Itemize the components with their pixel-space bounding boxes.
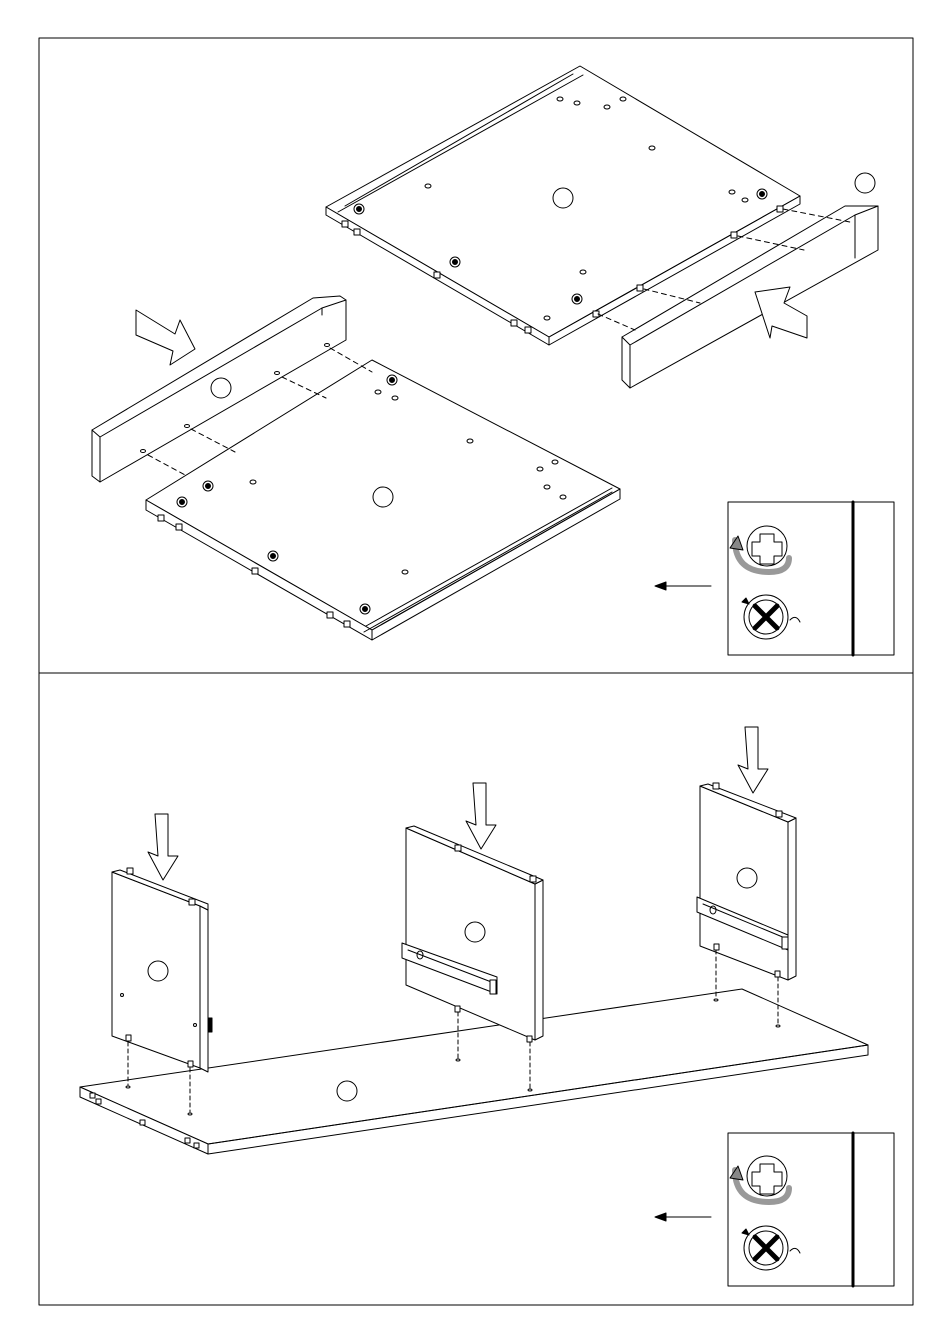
part-marker [373, 487, 393, 507]
cam-lock-turn-icon [742, 1226, 800, 1270]
screwdriver-tighten-icon [730, 526, 789, 572]
push-arrow-right-panel [738, 727, 768, 793]
step-2 [80, 727, 894, 1286]
part-marker [855, 173, 875, 193]
upper-board-holes [425, 97, 748, 320]
screwdriver-tighten-icon [730, 1156, 789, 1202]
step-1-frame [39, 38, 913, 673]
direction-arrow [655, 582, 711, 590]
middle-upright-panel [402, 826, 543, 1091]
right-upright-panel [697, 783, 796, 1027]
tool-box [728, 502, 894, 655]
left-upright-panel [112, 868, 212, 1115]
part-marker [553, 188, 573, 208]
step-1 [92, 66, 894, 655]
direction-arrow [655, 1213, 711, 1221]
tool-box [728, 1133, 894, 1286]
right-side-rail [622, 173, 878, 388]
push-arrow-middle-panel [466, 783, 496, 849]
upper-board-cam-locks [354, 189, 767, 304]
push-arrow-left [136, 310, 195, 365]
push-arrow-upper [755, 287, 807, 338]
push-arrow-left-panel [148, 814, 178, 880]
cam-lock-turn-icon [742, 595, 800, 639]
part-marker [337, 1081, 357, 1101]
